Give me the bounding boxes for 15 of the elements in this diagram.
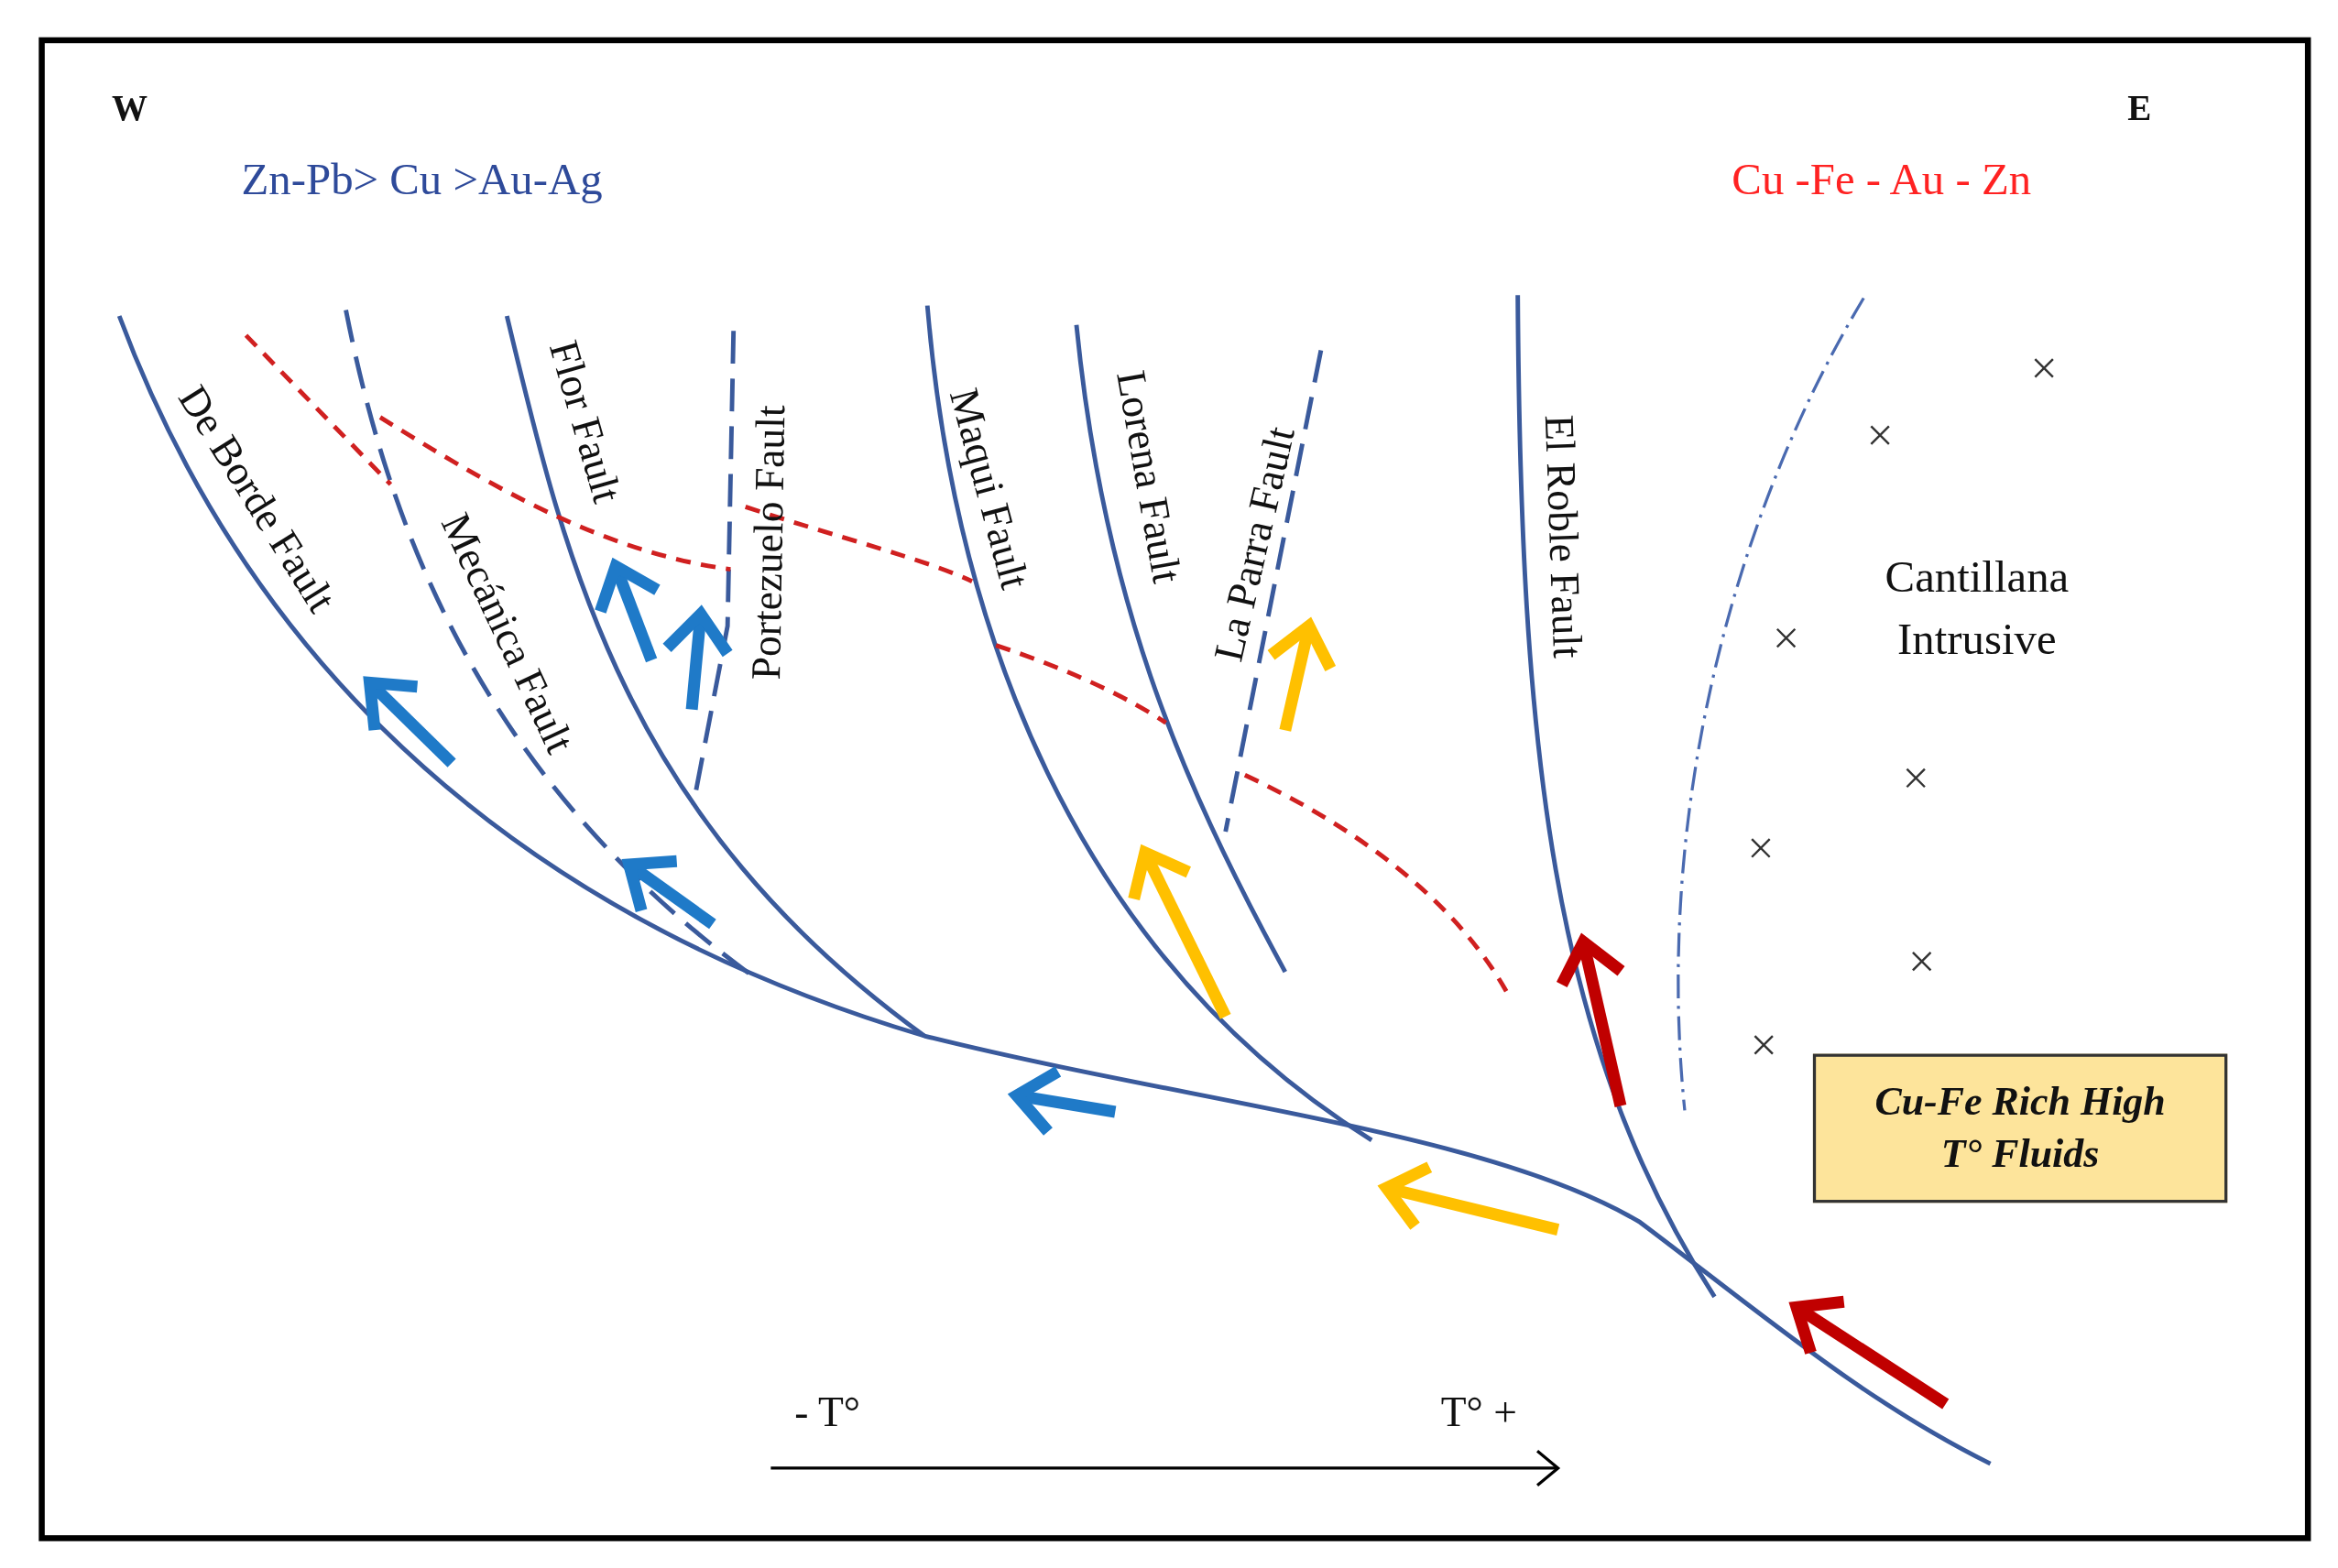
fault-name: El Roble Fault [1535,414,1590,659]
fault-name: Maqui Fault [940,384,1038,594]
fault-name: Portezuelo Fault [744,405,795,681]
metal-zoning-label: Zn-Pb> Cu >Au-Ag [241,154,603,204]
temperature-label: T° + [1440,1389,1517,1436]
fault-name: Lorena Fault [1107,367,1190,587]
fluid-source-box [1812,1053,2228,1203]
fault-name: La Parra Fault [1206,422,1305,666]
fault-name: Flor Fault [540,335,629,508]
temperature-label: - T° [794,1389,861,1436]
metal-zoning-label: Cu -Fe - Au - Zn [1732,154,2032,204]
direction-label: W [112,89,148,129]
direction-label: E [2127,89,2152,129]
box-text: Cu-Fe Rich High T° Fluids [1874,1078,2167,1178]
intrusive-name: Cantillana Intrusive [1884,550,2070,666]
